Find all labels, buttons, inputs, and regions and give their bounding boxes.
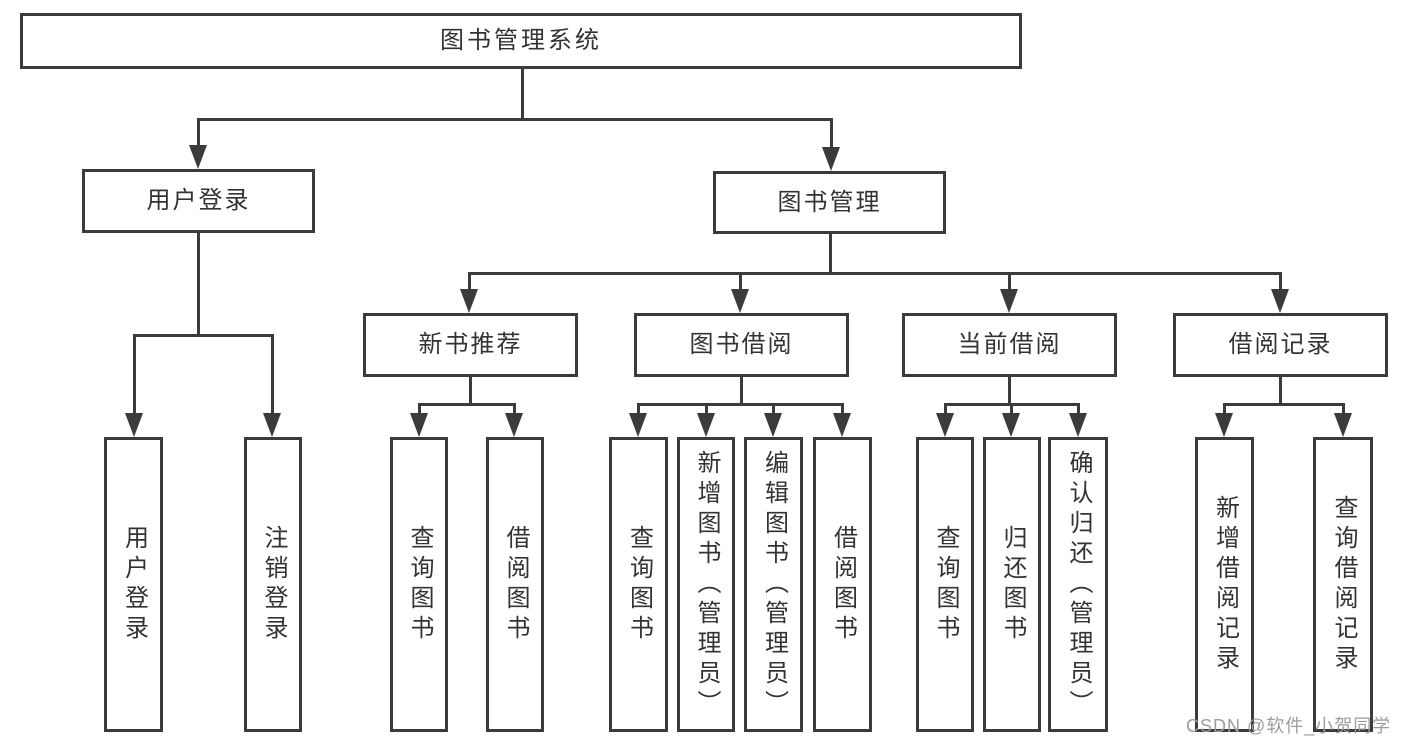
leaf-borrow-books-borrowing: 借阅图书	[813, 437, 872, 732]
node-label: 编辑图书（管理员）	[760, 449, 788, 720]
arrow-down-icon	[731, 289, 749, 313]
arrow-down-icon	[1069, 413, 1087, 437]
arrow-down-icon	[125, 413, 143, 437]
arrow-down-icon	[1215, 413, 1233, 437]
node-new-book-recommendation: 新书推荐	[363, 313, 578, 377]
node-label: 图书管理	[777, 188, 882, 216]
connector-line	[468, 272, 471, 294]
arrow-down-icon	[936, 413, 954, 437]
node-book-management: 图书管理	[713, 171, 946, 234]
leaf-query-books-borrowing: 查询图书	[609, 437, 668, 732]
node-label: 新增图书（管理员）	[693, 449, 720, 720]
node-label: 归还图书	[999, 524, 1026, 645]
node-label: 查询借阅记录	[1330, 494, 1357, 675]
node-label: 查询图书	[625, 524, 653, 645]
connector-line	[271, 334, 274, 416]
node-library-management-system: 图书管理系统	[20, 13, 1022, 69]
arrow-down-icon	[1002, 413, 1020, 437]
connector-line	[1077, 403, 1080, 417]
leaf-edit-books-admin: 编辑图书（管理员）	[744, 437, 803, 732]
node-label: 新增借阅记录	[1211, 494, 1239, 675]
node-label: 新书推荐	[418, 331, 523, 358]
node-label: 当前借阅	[957, 331, 1062, 358]
leaf-add-books-admin: 新增图书（管理员）	[677, 437, 735, 732]
arrow-down-icon	[1271, 289, 1289, 313]
connector-line	[1223, 403, 1226, 417]
node-label: 确认归还（管理员）	[1065, 449, 1092, 720]
connector-line	[1342, 403, 1345, 417]
connector-line	[1279, 375, 1282, 406]
node-label: 借阅记录	[1228, 331, 1333, 358]
node-label: 图书管理系统	[440, 27, 602, 54]
connector-line	[513, 403, 516, 417]
connector-line	[133, 334, 274, 337]
connector-line	[469, 375, 472, 406]
connector-line	[418, 403, 516, 406]
arrow-down-icon	[833, 413, 851, 437]
node-book-borrowing: 图书借阅	[634, 313, 849, 377]
connector-line	[1279, 272, 1282, 294]
node-label: 用户登录	[146, 187, 251, 214]
connector-line	[705, 403, 708, 417]
connector-line	[197, 231, 200, 337]
leaf-user-login: 用户登录	[104, 437, 163, 732]
leaf-borrow-books-recommend: 借阅图书	[486, 437, 544, 732]
node-label: 查询图书	[406, 524, 433, 645]
arrow-down-icon	[410, 413, 428, 437]
connector-line	[1008, 375, 1011, 406]
node-user-login: 用户登录	[82, 169, 315, 233]
connector-line	[830, 118, 833, 152]
leaf-return-books: 归还图书	[983, 437, 1041, 732]
leaf-query-books-recommend: 查询图书	[390, 437, 448, 732]
leaf-confirm-return-admin: 确认归还（管理员）	[1048, 437, 1108, 732]
connector-line	[829, 232, 832, 275]
connector-line	[418, 403, 421, 417]
connector-line	[1223, 403, 1345, 406]
node-label: 用户登录	[120, 524, 148, 645]
connector-line	[841, 403, 844, 417]
node-label: 注销登录	[260, 524, 287, 645]
connector-line	[197, 118, 200, 150]
connector-line	[740, 375, 743, 406]
arrow-down-icon	[263, 413, 281, 437]
node-label: 查询图书	[932, 524, 959, 645]
arrow-down-icon	[505, 413, 523, 437]
connector-line	[637, 403, 640, 417]
node-borrowing-records: 借阅记录	[1173, 313, 1388, 377]
arrow-down-icon	[1334, 413, 1352, 437]
connector-line	[772, 403, 775, 417]
arrow-down-icon	[697, 413, 715, 437]
connector-line	[637, 403, 844, 406]
node-label: 图书借阅	[689, 331, 794, 358]
connector-line	[133, 334, 136, 416]
connector-line	[739, 272, 742, 294]
connector-line	[521, 67, 524, 120]
connector-line	[468, 272, 1282, 275]
arrow-down-icon	[460, 289, 478, 313]
leaf-query-books-current: 查询图书	[916, 437, 974, 732]
connector-line	[1008, 272, 1011, 294]
node-label: 借阅图书	[502, 524, 529, 645]
leaf-add-borrow-record: 新增借阅记录	[1195, 437, 1254, 732]
arrow-down-icon	[189, 145, 207, 169]
arrow-down-icon	[822, 147, 840, 171]
watermark: CSDN @软件_小贺同学	[1186, 716, 1392, 736]
leaf-logout: 注销登录	[244, 437, 302, 732]
connector-line	[197, 118, 833, 121]
arrow-down-icon	[764, 413, 782, 437]
leaf-query-borrow-record: 查询借阅记录	[1313, 437, 1373, 732]
connector-line	[944, 403, 947, 417]
node-current-borrowing: 当前借阅	[902, 313, 1117, 377]
arrow-down-icon	[1000, 289, 1018, 313]
node-label: 借阅图书	[829, 524, 857, 645]
connector-line	[1010, 403, 1013, 417]
arrow-down-icon	[629, 413, 647, 437]
